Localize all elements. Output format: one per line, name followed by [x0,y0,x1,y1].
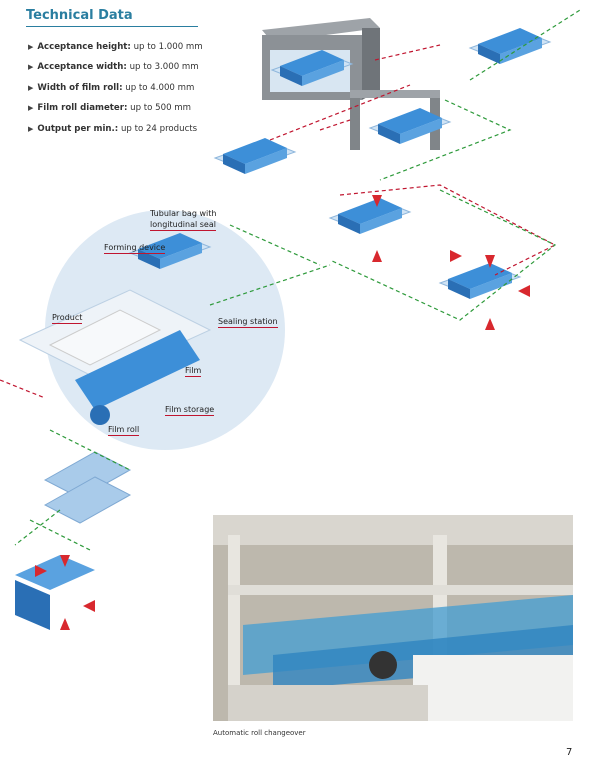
spec-item: ▶Width of film roll: up to 4.000 mm [28,82,195,93]
photo-caption: Automatic roll changeover [213,729,306,737]
spec-item: ▶Acceptance height: up to 1.000 mm [28,42,203,52]
bullet-arrow-icon: ▶ [28,124,34,133]
package-icon [214,137,296,175]
title-divider [26,26,198,27]
package-icon [329,197,411,235]
bullet-arrow-icon: ▶ [28,104,34,113]
label-product: Product [52,313,83,324]
spec-list: ▶Acceptance height: up to 1.000 mm ▶Acce… [28,37,203,139]
roll-changeover-photo [213,515,573,721]
arrow-icons [35,195,530,630]
page-title: Technical Data [26,8,133,23]
bullet-arrow-icon: ▶ [28,83,34,92]
label-tubular-bag-2: longitudinal seal [150,220,216,231]
label-film: Film [185,366,202,377]
label-forming-device: Forming device [104,243,166,254]
spec-item: ▶Acceptance width: up to 3.000 mm [28,62,199,73]
label-film-storage: Film storage [165,405,215,416]
spec-item: ▶Output per min.: up to 24 products [28,123,198,134]
label-sealing-station: Sealing station [218,317,278,328]
spec-item: ▶Film roll diameter: up to 500 mm [28,103,192,114]
page-number: 7 [566,747,573,758]
label-film-roll: Film roll [108,425,140,436]
package-icon [469,27,551,65]
bullet-arrow-icon: ▶ [28,63,34,72]
label-tubular-bag: Tubular bag with [150,209,217,218]
bullet-arrow-icon: ▶ [28,43,34,51]
